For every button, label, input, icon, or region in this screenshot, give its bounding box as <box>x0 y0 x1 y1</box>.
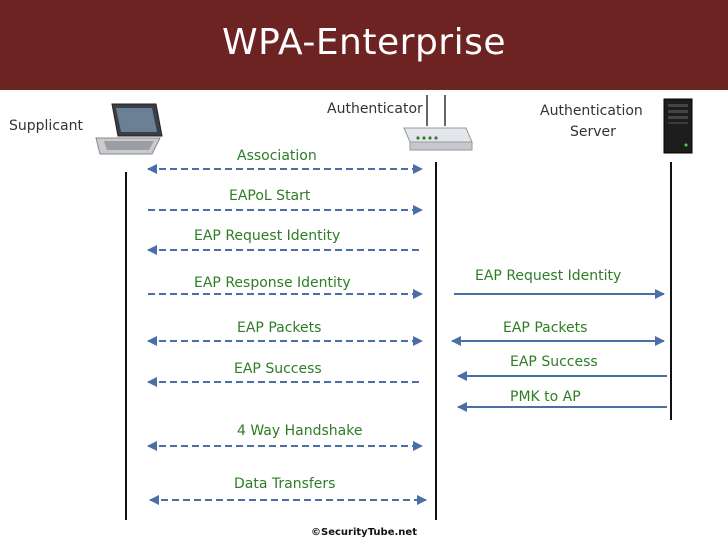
label-eap-success-right: EAP Success <box>510 354 598 370</box>
label-data-transfers: Data Transfers <box>234 476 336 492</box>
label-eap-packets-left: EAP Packets <box>237 320 322 336</box>
supplicant-label: Supplicant <box>9 118 83 134</box>
label-4-way-handshake: 4 Way Handshake <box>237 423 363 439</box>
label-pmk-to-ap: PMK to AP <box>510 389 581 405</box>
label-eap-packets-right: EAP Packets <box>503 320 588 336</box>
label-eap-success-left: EAP Success <box>234 361 322 377</box>
auth-server-label-line1: Authentication <box>540 103 643 119</box>
copyright-text: ©SecurityTube.net <box>311 527 417 538</box>
server-icon <box>663 98 693 154</box>
label-association: Association <box>237 148 317 164</box>
title-banner <box>0 0 728 90</box>
page-title: WPA-Enterprise <box>221 22 506 63</box>
label-eapol-start: EAPoL Start <box>229 188 311 204</box>
auth-server-label-line2: Server <box>570 124 616 140</box>
label-eap-request-identity-right: EAP Request Identity <box>475 268 622 284</box>
laptop-icon <box>95 103 163 155</box>
label-eap-response-identity: EAP Response Identity <box>194 275 351 291</box>
authenticator-label: Authenticator <box>327 101 423 117</box>
access-point-icon <box>403 95 473 151</box>
label-eap-request-identity-left: EAP Request Identity <box>194 228 341 244</box>
